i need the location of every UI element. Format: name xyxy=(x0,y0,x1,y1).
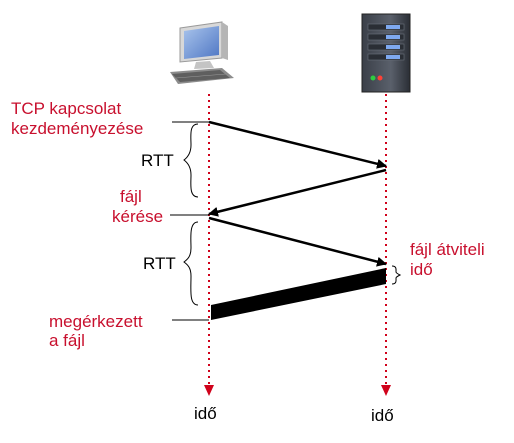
desktop-computer-icon xyxy=(170,21,234,84)
request-label-line2: kérése xyxy=(112,207,163,226)
tcp-label-line1: TCP kapcsolat xyxy=(11,99,122,118)
rtt2-label: RTT xyxy=(143,254,176,273)
tcp-label-line2: kezdeményezése xyxy=(11,119,143,138)
transfer-brace xyxy=(391,265,402,285)
synack-arrow xyxy=(208,168,387,217)
syn-arrow xyxy=(208,120,387,169)
client-timeline-arrowhead xyxy=(204,385,214,396)
request-label-line1: fájl xyxy=(120,187,142,206)
server-tower-icon xyxy=(361,13,411,93)
file-transfer-band xyxy=(211,268,386,320)
request-arrow xyxy=(208,216,387,267)
rtt2-brace xyxy=(183,221,199,306)
server-time-label: idő xyxy=(371,406,394,425)
transfer-label-line1: fájl átviteli xyxy=(410,240,485,259)
received-label-line1: megérkezett xyxy=(49,312,143,331)
server-timeline-arrowhead xyxy=(381,385,391,396)
received-label-line2: a fájl xyxy=(49,331,85,350)
transfer-label-line2: idő xyxy=(410,260,433,279)
rtt1-label: RTT xyxy=(141,151,174,170)
rtt1-brace xyxy=(183,123,199,198)
client-time-label: idő xyxy=(194,404,217,423)
